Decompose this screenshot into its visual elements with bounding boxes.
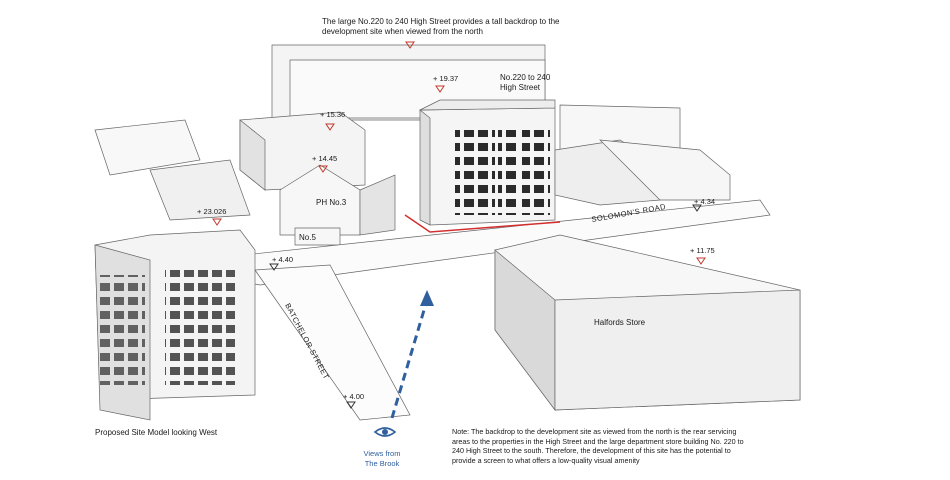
model-title: Proposed Site Model looking West: [95, 428, 218, 437]
eye-icon: [373, 427, 397, 437]
high-street-block-label: No.220 to 240 High Street: [500, 73, 551, 92]
top-caption: The large No.220 to 240 High Street prov…: [322, 17, 560, 36]
level-label: + 11.75: [690, 246, 715, 255]
level-label: + 4.40: [272, 255, 294, 264]
views-from-label: Views from The Brook: [363, 449, 401, 468]
ph-no3-label: PH No.3: [316, 198, 347, 207]
level-label: + 14.45: [312, 154, 338, 163]
level-label: + 19.37: [433, 74, 459, 83]
triangle-down-icon: [212, 41, 706, 409]
no5-label: No.5: [299, 233, 316, 242]
level-label: + 4.34: [694, 197, 716, 206]
halfords-store-label: Halfords Store: [594, 318, 646, 327]
level-label: + 15.36: [320, 110, 346, 119]
note-text: Note: The backdrop to the development si…: [452, 427, 744, 465]
level-label: + 4.00: [343, 392, 365, 401]
level-label: + 23.026: [197, 207, 227, 216]
